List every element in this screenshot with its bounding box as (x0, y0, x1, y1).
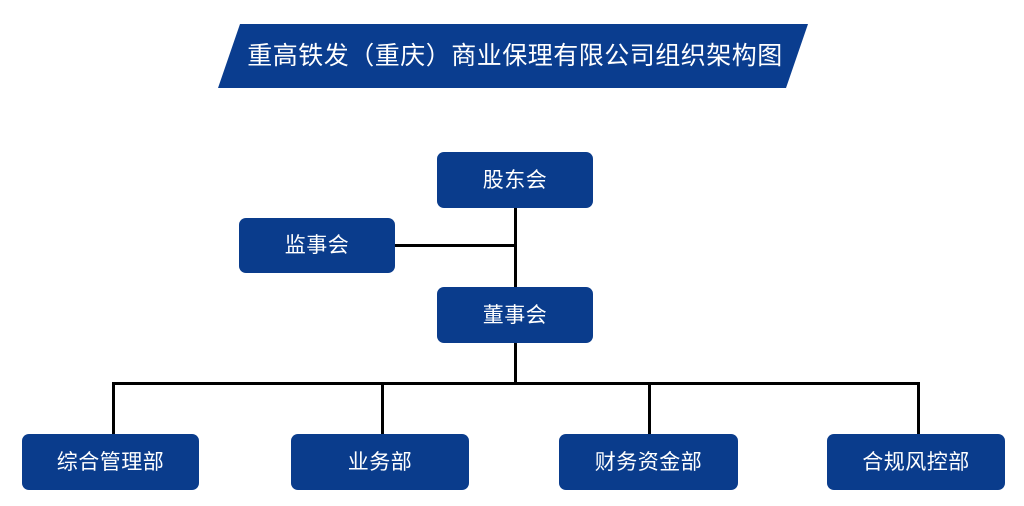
node-label: 综合管理部 (56, 450, 165, 474)
connector-spine-to-supervisors (394, 244, 515, 247)
node-department-business[interactable]: 业务部 (291, 434, 469, 490)
node-department-compliance-risk-control[interactable]: 合规风控部 (827, 434, 1005, 490)
node-shareholders-meeting[interactable]: 股东会 (437, 152, 593, 208)
connector-shareholders-to-board (514, 208, 517, 287)
node-label: 股东会 (482, 168, 548, 192)
connector-drop-dept-1 (381, 382, 384, 434)
node-label: 董事会 (482, 303, 548, 327)
node-board-of-directors[interactable]: 董事会 (437, 287, 593, 343)
connector-drop-dept-3 (917, 382, 920, 434)
node-label: 监事会 (284, 234, 350, 257)
node-department-finance-funds[interactable]: 财务资金部 (559, 434, 738, 490)
page-title: 重高铁发（重庆）商业保理有限公司组织架构图 (247, 41, 783, 70)
node-label: 业务部 (347, 450, 413, 474)
node-label: 财务资金部 (594, 450, 703, 474)
connector-drop-dept-0 (112, 382, 115, 434)
chart-title-banner: 重高铁发（重庆）商业保理有限公司组织架构图 (218, 24, 808, 88)
connector-board-to-department-bus (514, 343, 517, 384)
node-department-general-management[interactable]: 综合管理部 (22, 434, 199, 490)
connector-drop-dept-2 (648, 382, 651, 434)
connector-department-bus (112, 382, 920, 385)
node-label: 合规风控部 (862, 450, 970, 474)
node-board-of-supervisors[interactable]: 监事会 (239, 218, 395, 273)
